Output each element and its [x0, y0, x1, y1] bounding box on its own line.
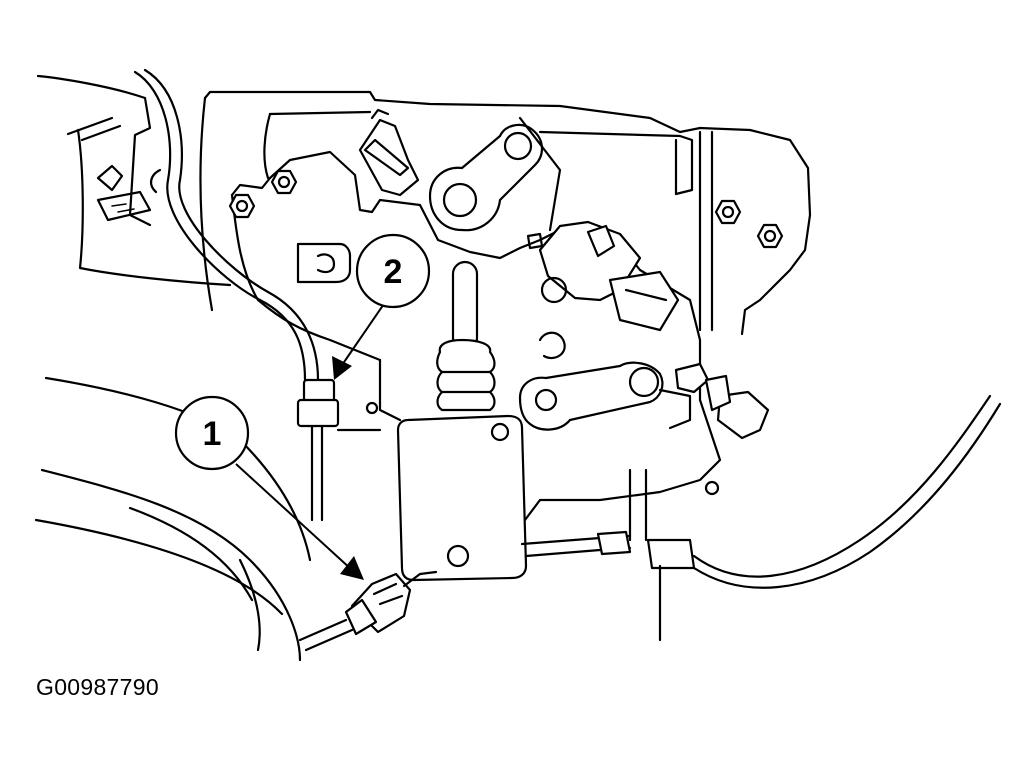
upper-cable-rod [133, 68, 320, 382]
arrow-icon [340, 556, 364, 580]
arrow-icon [332, 356, 352, 380]
lower-link-arm [518, 361, 692, 431]
bolt-icon [756, 223, 784, 249]
connector-2 [296, 378, 340, 522]
callout-2-label: 2 [384, 253, 403, 291]
bolt-icon [270, 169, 298, 195]
callout-2-circle [355, 233, 431, 309]
callout-1-circle [174, 395, 250, 471]
mounting-bolts [228, 169, 784, 249]
callout-2: 2 [332, 233, 431, 380]
right-harness-connector [674, 362, 770, 440]
left-door-panel [36, 74, 232, 287]
bolt-icon [228, 193, 256, 219]
figure-id: G00987790 [36, 674, 159, 700]
top-harness-connector [358, 108, 420, 197]
latch-mechanism [526, 220, 680, 360]
connector-1 [298, 570, 438, 652]
lower-cable [520, 394, 1002, 642]
rubber-boot-rod [436, 260, 496, 412]
lower-left-structure [34, 376, 312, 662]
bolt-icon [714, 199, 742, 225]
inner-panel-outline [199, 90, 812, 336]
actuator-motor [396, 414, 528, 582]
right-actuator-rods [698, 130, 714, 332]
callout-1: 1 [174, 395, 364, 580]
callout-1-label: 1 [203, 415, 222, 453]
latch-mounting-plate [230, 150, 722, 522]
upper-link-arm [428, 116, 694, 232]
